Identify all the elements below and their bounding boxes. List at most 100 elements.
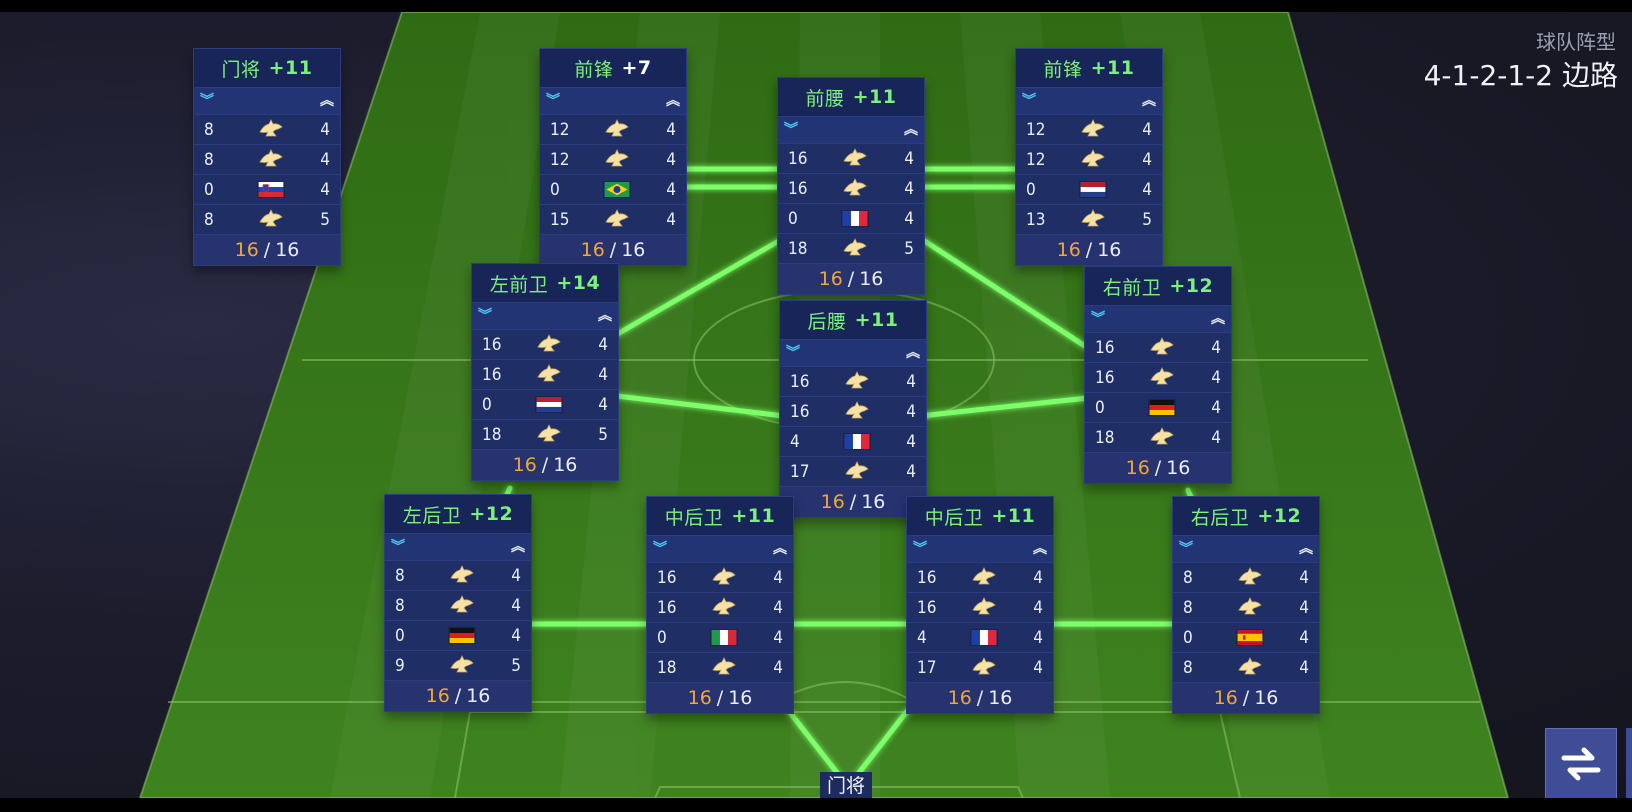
- flag-germany-icon: [442, 627, 482, 644]
- flag-netherlands-icon: [529, 396, 569, 413]
- stat-left-value: 8: [1183, 597, 1193, 618]
- boot-icon: [704, 566, 744, 589]
- stat-right-value: 4: [906, 461, 916, 482]
- chevron-up-icon[interactable]: ︽: [1142, 93, 1156, 109]
- boot-icon: [1142, 426, 1182, 449]
- stat-right-value: 4: [666, 179, 676, 200]
- card-header: 中后卫+11: [647, 497, 793, 535]
- card-chevron-bar: ︾︽: [194, 87, 340, 114]
- card-chevron-bar: ︾︽: [385, 533, 531, 560]
- position-boost: +7: [621, 57, 652, 79]
- stat-right-value: 4: [320, 149, 330, 170]
- chevron-down-icon[interactable]: ︾: [786, 345, 800, 361]
- level-max: 16: [275, 239, 300, 261]
- chevron-down-icon[interactable]: ︾: [1179, 541, 1193, 557]
- chevron-down-icon[interactable]: ︾: [546, 93, 560, 109]
- chevron-down-icon[interactable]: ︾: [1022, 93, 1036, 109]
- swap-button[interactable]: [1545, 728, 1617, 798]
- boot-icon: [529, 423, 569, 446]
- stat-left-value: 0: [482, 394, 492, 415]
- chevron-up-icon[interactable]: ︽: [1033, 541, 1047, 557]
- flag-france-icon: [837, 433, 877, 450]
- stat-left-value: 8: [204, 119, 214, 140]
- stat-right-value: 4: [320, 179, 330, 200]
- chevron-up-icon[interactable]: ︽: [1211, 311, 1225, 327]
- card-header: 前腰+11: [778, 78, 924, 116]
- stat-right-value: 4: [1211, 427, 1221, 448]
- stat-left-value: 9: [395, 655, 405, 676]
- chevron-down-icon[interactable]: ︾: [784, 122, 798, 138]
- stat-right-value: 4: [904, 148, 914, 169]
- chevron-up-icon[interactable]: ︽: [598, 308, 612, 324]
- boot-icon: [835, 237, 875, 260]
- chevron-up-icon[interactable]: ︽: [1299, 541, 1313, 557]
- card-level: 16/16: [778, 263, 924, 294]
- chevron-up-icon[interactable]: ︽: [773, 541, 787, 557]
- stat-left-value: 18: [482, 424, 502, 445]
- chevron-up-icon[interactable]: ︽: [906, 345, 920, 361]
- stat-left-value: 4: [917, 627, 927, 648]
- stat-right-value: 4: [511, 625, 521, 646]
- boot-icon: [1073, 118, 1113, 141]
- boot-icon: [251, 208, 291, 231]
- position-name: 中后卫: [664, 506, 724, 529]
- card-level: 16/16: [780, 486, 926, 517]
- stat-right-value: 4: [1033, 597, 1043, 618]
- stat-right-value: 4: [1211, 367, 1221, 388]
- chevron-up-icon[interactable]: ︽: [511, 539, 525, 555]
- chevron-down-icon[interactable]: ︾: [391, 539, 405, 555]
- chevron-down-icon[interactable]: ︾: [200, 93, 214, 109]
- position-boost: +12: [1257, 505, 1302, 527]
- stat-right-value: 4: [666, 209, 676, 230]
- card-level: 16/16: [472, 449, 618, 480]
- chevron-up-icon[interactable]: ︽: [320, 93, 334, 109]
- formation-value[interactable]: 4-1-2-1-2 边路: [1423, 59, 1618, 92]
- position-name: 前锋: [574, 58, 614, 81]
- card-header: 前锋 +7: [540, 49, 686, 87]
- chevron-down-icon[interactable]: ︾: [913, 541, 927, 557]
- chevron-down-icon[interactable]: ︾: [478, 308, 492, 324]
- level-current: 16: [947, 687, 972, 709]
- position-boost: +11: [852, 86, 897, 108]
- chevron-down-icon[interactable]: ︾: [1091, 311, 1105, 327]
- card-level: 16/16: [1173, 682, 1319, 713]
- side-tab[interactable]: [1626, 728, 1632, 798]
- boot-icon: [1230, 656, 1270, 679]
- chevron-up-icon[interactable]: ︽: [666, 93, 680, 109]
- level-max: 16: [728, 687, 753, 709]
- level-max: 16: [859, 268, 884, 290]
- card-level: 16/16: [194, 234, 340, 265]
- level-current: 16: [234, 239, 259, 261]
- chevron-down-icon[interactable]: ︾: [653, 541, 667, 557]
- level-max: 16: [988, 687, 1013, 709]
- boot-icon: [442, 654, 482, 677]
- position-boost: +11: [1090, 57, 1135, 79]
- card-level: 16/16: [647, 682, 793, 713]
- position-name: 右后卫: [1190, 506, 1250, 529]
- chevron-up-icon[interactable]: ︽: [904, 122, 918, 138]
